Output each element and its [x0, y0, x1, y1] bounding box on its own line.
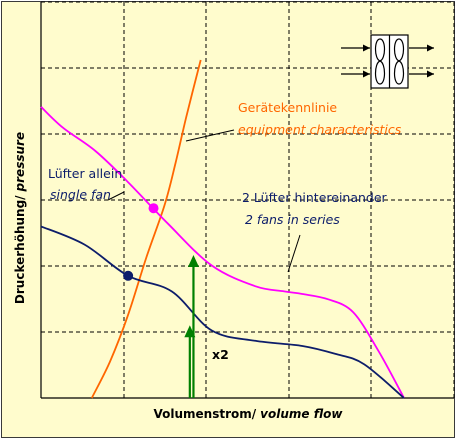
x-axis-label: Volumenstrom/volume flow [154, 407, 344, 421]
operating-points [123, 203, 159, 281]
two-fans-in-series-icon [341, 34, 434, 89]
equipment-label-en: equipment characteristics [238, 122, 402, 137]
series-fans-label-de: 2 Lüfter hintereinander [242, 190, 388, 205]
single-fan-label-de: Lüfter allein [48, 166, 122, 181]
pressure-arrow-head [187, 255, 199, 267]
y-axis-label: Druckerhöhung/pressure [13, 132, 27, 304]
operating-point-single [123, 270, 134, 281]
pressure-arrows [184, 255, 199, 398]
single-fan-line [40, 225, 405, 399]
single-leader-line [107, 191, 125, 201]
multiplier-label: x2 [212, 347, 229, 362]
two-fans-series-line [40, 106, 405, 399]
grid [40, 1, 455, 399]
single-fan-label-en: single fan [50, 187, 111, 202]
series-leader-line [287, 234, 301, 273]
equipment-leader-line [185, 129, 235, 142]
operating-point-series [148, 203, 159, 214]
series-fans-label-en: 2 fans in series [245, 212, 340, 227]
equipment-characteristics-line [90, 59, 202, 399]
equipment-label-de: Gerätekennlinie [238, 100, 337, 115]
